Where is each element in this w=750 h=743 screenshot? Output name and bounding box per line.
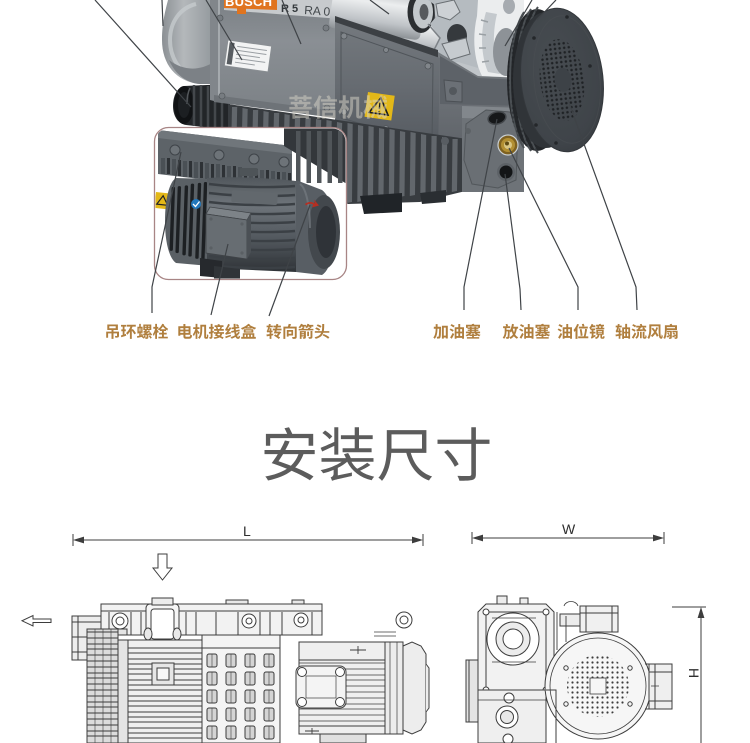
svg-text:W: W xyxy=(562,521,576,537)
svg-text:RA 02: RA 02 xyxy=(304,3,338,19)
svg-text:L: L xyxy=(243,523,251,539)
svg-text:R 5: R 5 xyxy=(281,3,298,15)
svg-text:H: H xyxy=(686,668,702,678)
svg-text:BUSCH: BUSCH xyxy=(225,0,272,9)
